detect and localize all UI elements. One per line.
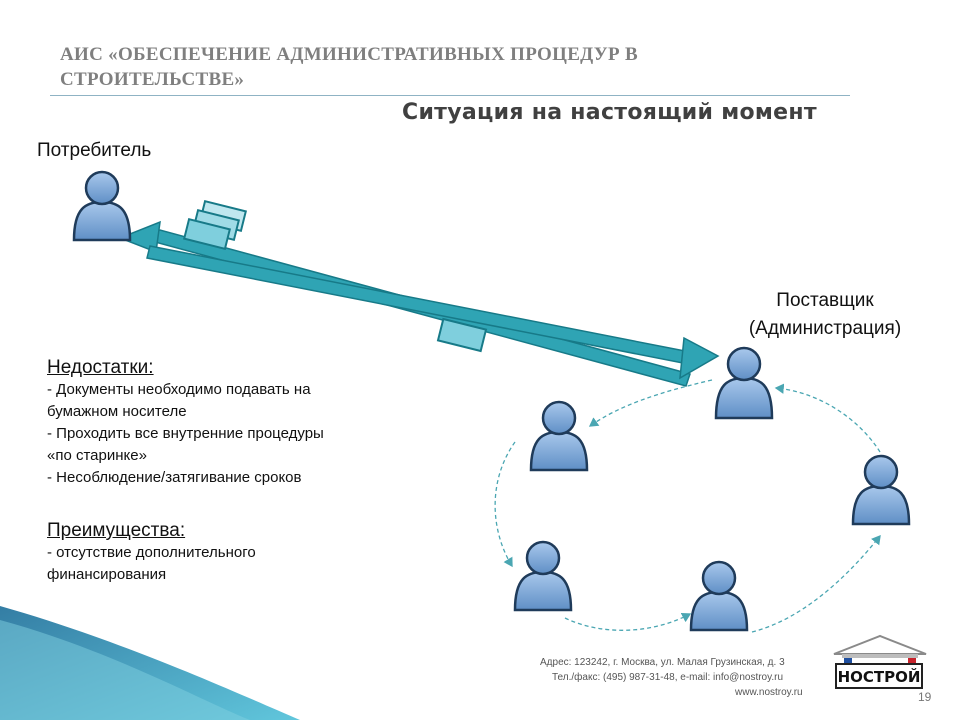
footer-site: www.nostroy.ru [735, 687, 803, 698]
person-icon [513, 540, 573, 612]
disadvantages-block: Недостатки: - Документы необходимо подав… [47, 357, 407, 489]
disadvantages-title: Недостатки: [47, 357, 154, 378]
title-divider [50, 95, 850, 96]
list-item: - Документы необходимо подавать на [47, 381, 311, 398]
long-arrow-icon [146, 245, 720, 380]
supplier-label-line-2: (Администрация) [748, 318, 902, 339]
cycle-arrow-icon [494, 379, 881, 633]
supplier-label-line-1: Поставщик [776, 290, 874, 311]
slide-subtitle: Ситуация на настоящий момент [402, 100, 817, 125]
list-item: - Проходить все внутренние процедуры [47, 425, 324, 442]
list-item: финансирования [47, 566, 167, 583]
list-item: бумажном носителе [47, 403, 187, 420]
page-title: АИС «ОБЕСПЕЧЕНИЕ АДМИНИСТРАТИВНЫХ ПРОЦЕД… [60, 42, 780, 92]
advantages-block: Преимущества: - отсутствие дополнительно… [47, 520, 407, 586]
corner-wave-decoration [0, 606, 300, 720]
page-number: 19 [918, 690, 932, 704]
advantages-title: Преимущества: [47, 520, 186, 541]
list-item: - отсутствие дополнительного [47, 544, 256, 561]
page-title-line-1: АИС «ОБЕСПЕЧЕНИЕ АДМИНИСТРАТИВНЫХ ПРОЦЕД… [60, 44, 638, 65]
person-icon [72, 170, 132, 242]
list-item: «по старинке» [47, 447, 147, 464]
nostroy-logo: НОСТРОЙ [833, 634, 927, 689]
page-title-line-2: СТРОИТЕЛЬСТВЕ» [60, 69, 245, 90]
contact-footer: Адрес: 123242, г. Москва, ул. Малая Груз… [540, 655, 840, 700]
person-icon [529, 400, 589, 472]
person-icon [714, 346, 774, 420]
person-icon [689, 560, 749, 632]
document-icon [182, 200, 248, 250]
document-icon [436, 317, 488, 353]
supplier-label: Поставщик (Администрация) [720, 287, 930, 343]
logo-text: НОСТРОЙ [838, 667, 921, 686]
person-icon [851, 454, 911, 526]
footer-address: Адрес: 123242, г. Москва, ул. Малая Груз… [540, 657, 785, 668]
consumer-label: Потребитель [37, 140, 152, 161]
footer-phone: Тел./факс: (495) 987-31-48, e-mail: info… [552, 672, 784, 683]
list-item: - Несоблюдение/затягивание сроков [47, 469, 302, 486]
